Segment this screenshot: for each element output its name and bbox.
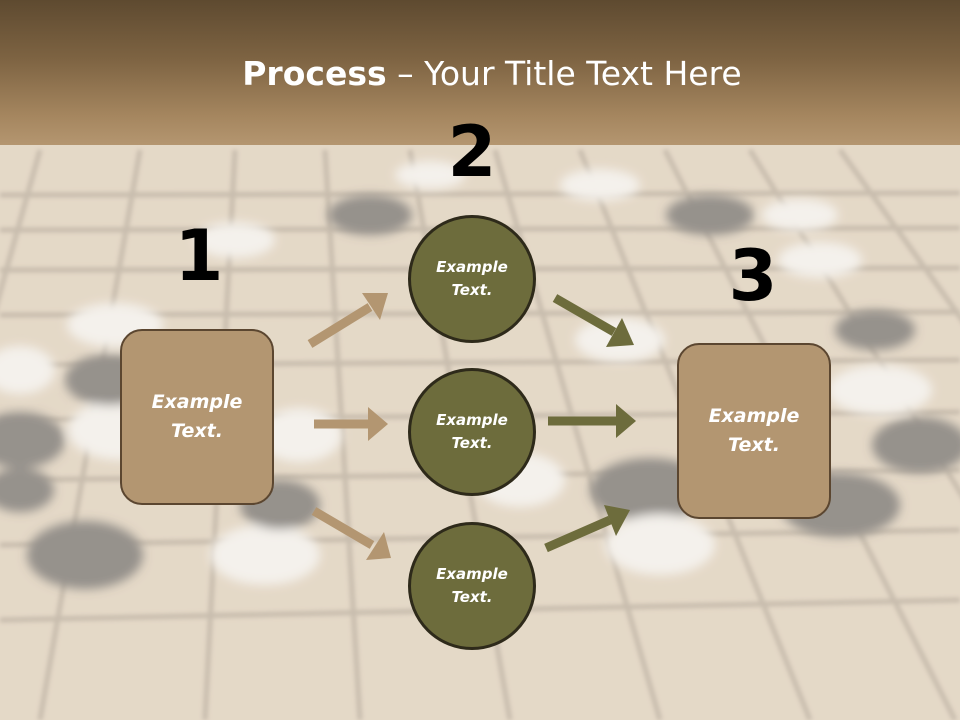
step-number-1: 1 xyxy=(174,215,224,297)
right-box: Example Text. xyxy=(677,343,831,519)
left-box: Example Text. xyxy=(120,329,274,505)
header-band xyxy=(0,0,960,145)
circle-middle: Example Text. xyxy=(408,368,536,496)
circle-middle-label: Example Text. xyxy=(436,411,508,452)
slide-title: Process – Your Title Text Here xyxy=(0,52,960,96)
step-number-2: 2 xyxy=(447,111,497,193)
right-box-label: Example Text. xyxy=(708,405,800,456)
circle-bottom: Example Text. xyxy=(408,522,536,650)
left-box-label: Example Text. xyxy=(151,391,243,442)
title-bold: Process xyxy=(242,54,387,93)
circle-top-label: Example Text. xyxy=(436,258,508,299)
circle-bottom-label: Example Text. xyxy=(436,565,508,606)
step-number-3: 3 xyxy=(728,235,778,317)
circle-top: Example Text. xyxy=(408,215,536,343)
title-rest: – Your Title Text Here xyxy=(386,54,742,93)
